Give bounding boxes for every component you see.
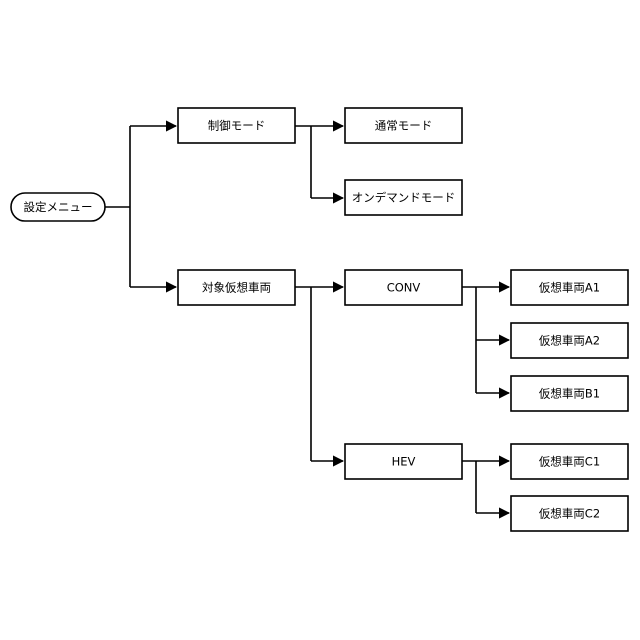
node-control-mode: 制御モード: [178, 108, 295, 143]
node-target-vehicle-label: 対象仮想車両: [202, 281, 271, 295]
node-vehicle-b1: 仮想車両B1: [511, 376, 628, 411]
edge-control-mode-trunk: [295, 126, 311, 198]
node-on-demand-mode: オンデマンドモード: [345, 180, 462, 215]
node-conv: CONV: [345, 270, 462, 305]
node-vehicle-c1-label: 仮想車両C1: [539, 455, 600, 469]
node-vehicle-a2-label: 仮想車両A2: [539, 334, 600, 348]
node-hev-label: HEV: [392, 455, 416, 469]
edge-target-vehicle-trunk: [295, 287, 311, 461]
node-vehicle-a1-label: 仮想車両A1: [539, 281, 600, 295]
node-control-mode-label: 制御モード: [208, 119, 266, 133]
node-vehicle-b1-label: 仮想車両B1: [539, 387, 600, 401]
node-root: 設定メニュー: [11, 193, 105, 221]
menu-nodes: 設定メニュー 制御モード 通常モード オンデマンドモード 対象仮想車両 CONV…: [11, 108, 628, 531]
node-normal-mode-label: 通常モード: [375, 119, 433, 133]
edge-hev-trunk: [462, 461, 476, 513]
node-vehicle-a1: 仮想車両A1: [511, 270, 628, 305]
node-target-vehicle: 対象仮想車両: [178, 270, 295, 305]
edge-conv-trunk: [462, 287, 476, 393]
node-normal-mode: 通常モード: [345, 108, 462, 143]
edge-root-trunk: [105, 126, 130, 287]
node-on-demand-mode-label: オンデマンドモード: [352, 191, 456, 205]
node-conv-label: CONV: [387, 281, 421, 295]
node-vehicle-c2: 仮想車両C2: [511, 496, 628, 531]
node-vehicle-a2: 仮想車両A2: [511, 323, 628, 358]
node-vehicle-c2-label: 仮想車両C2: [539, 507, 600, 521]
node-vehicle-c1: 仮想車両C1: [511, 444, 628, 479]
node-hev: HEV: [345, 444, 462, 479]
node-root-label: 設定メニュー: [24, 200, 93, 214]
